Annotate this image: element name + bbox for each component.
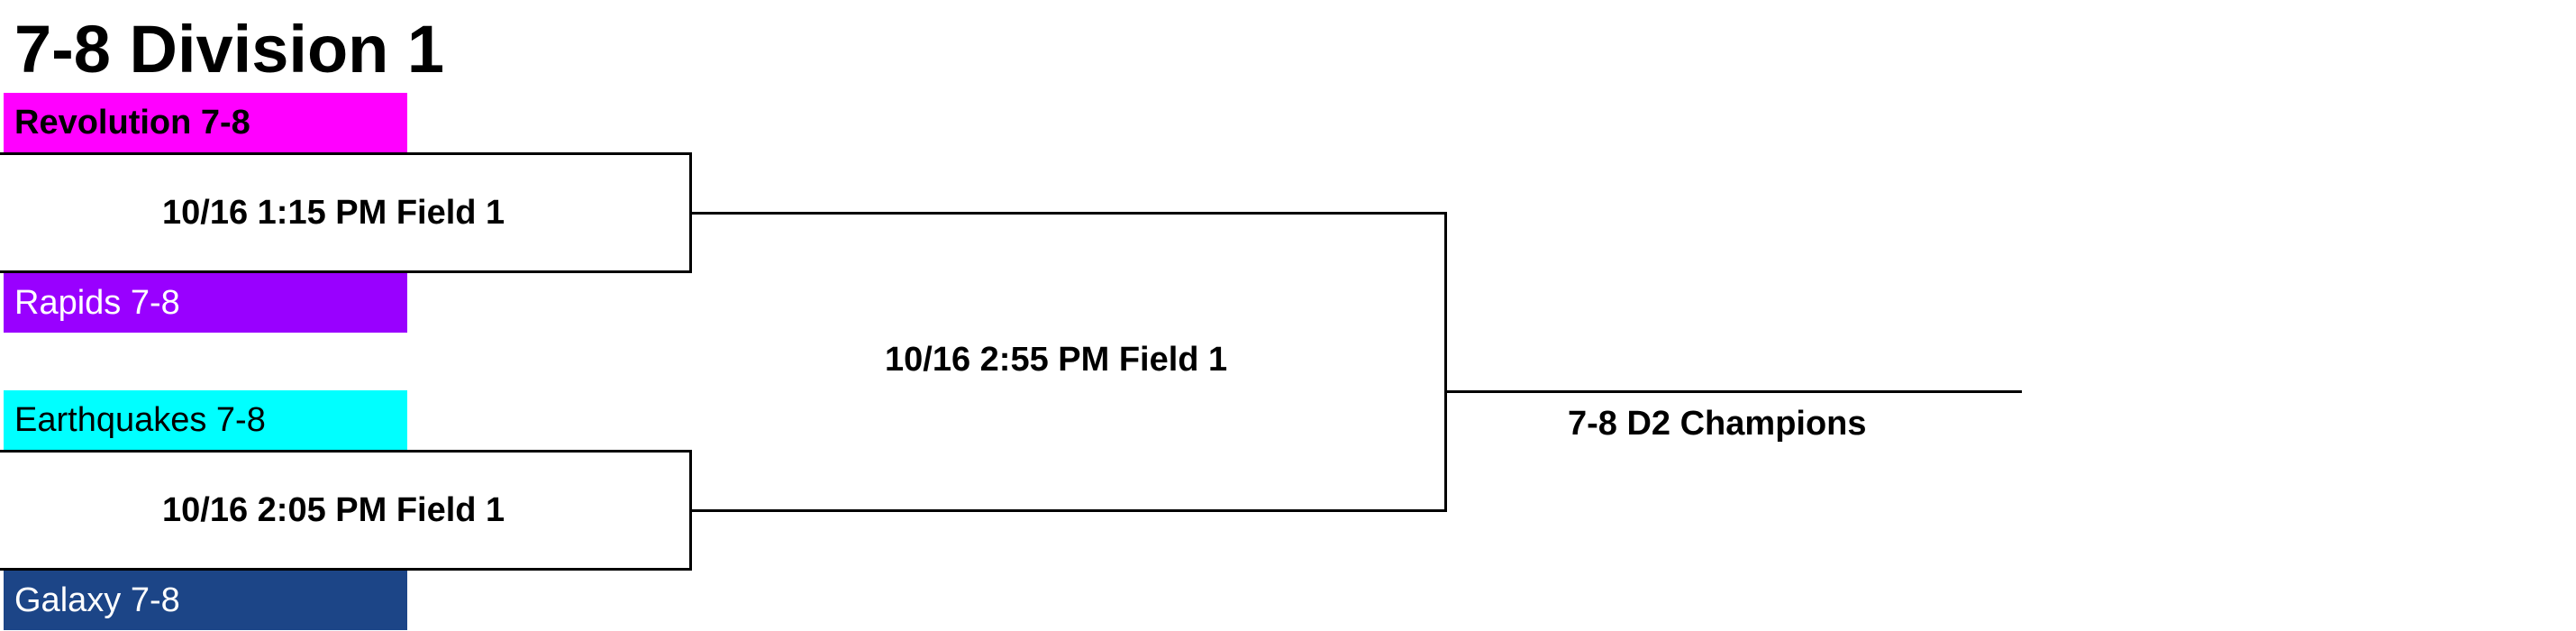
team-slot-galaxy: Galaxy 7-8: [4, 571, 407, 630]
semi1-top-line: [0, 152, 692, 155]
team-slot-earthquakes: Earthquakes 7-8: [4, 390, 407, 450]
semi2-game-label: 10/16 2:05 PM Field 1: [162, 491, 505, 529]
champion-line: [1447, 390, 2022, 393]
semi1-game-label: 10/16 1:15 PM Field 1: [162, 194, 505, 232]
semi1-bottom-line: [0, 270, 692, 273]
bracket-title: 7-8 Division 1: [14, 12, 445, 87]
semi2-right-line: [689, 450, 692, 571]
final-right-line: [1444, 212, 1447, 512]
semi1-right-line: [689, 152, 692, 273]
semi2-bottom-line: [0, 568, 692, 571]
champion-label: 7-8 D2 Champions: [1568, 405, 1867, 443]
semi2-top-line: [0, 450, 692, 453]
final-bottom-line: [692, 509, 1447, 512]
team-slot-revolution: Revolution 7-8: [4, 93, 407, 152]
team-slot-rapids: Rapids 7-8: [4, 273, 407, 333]
final-top-line: [692, 212, 1447, 215]
final-game-label: 10/16 2:55 PM Field 1: [885, 341, 1228, 379]
